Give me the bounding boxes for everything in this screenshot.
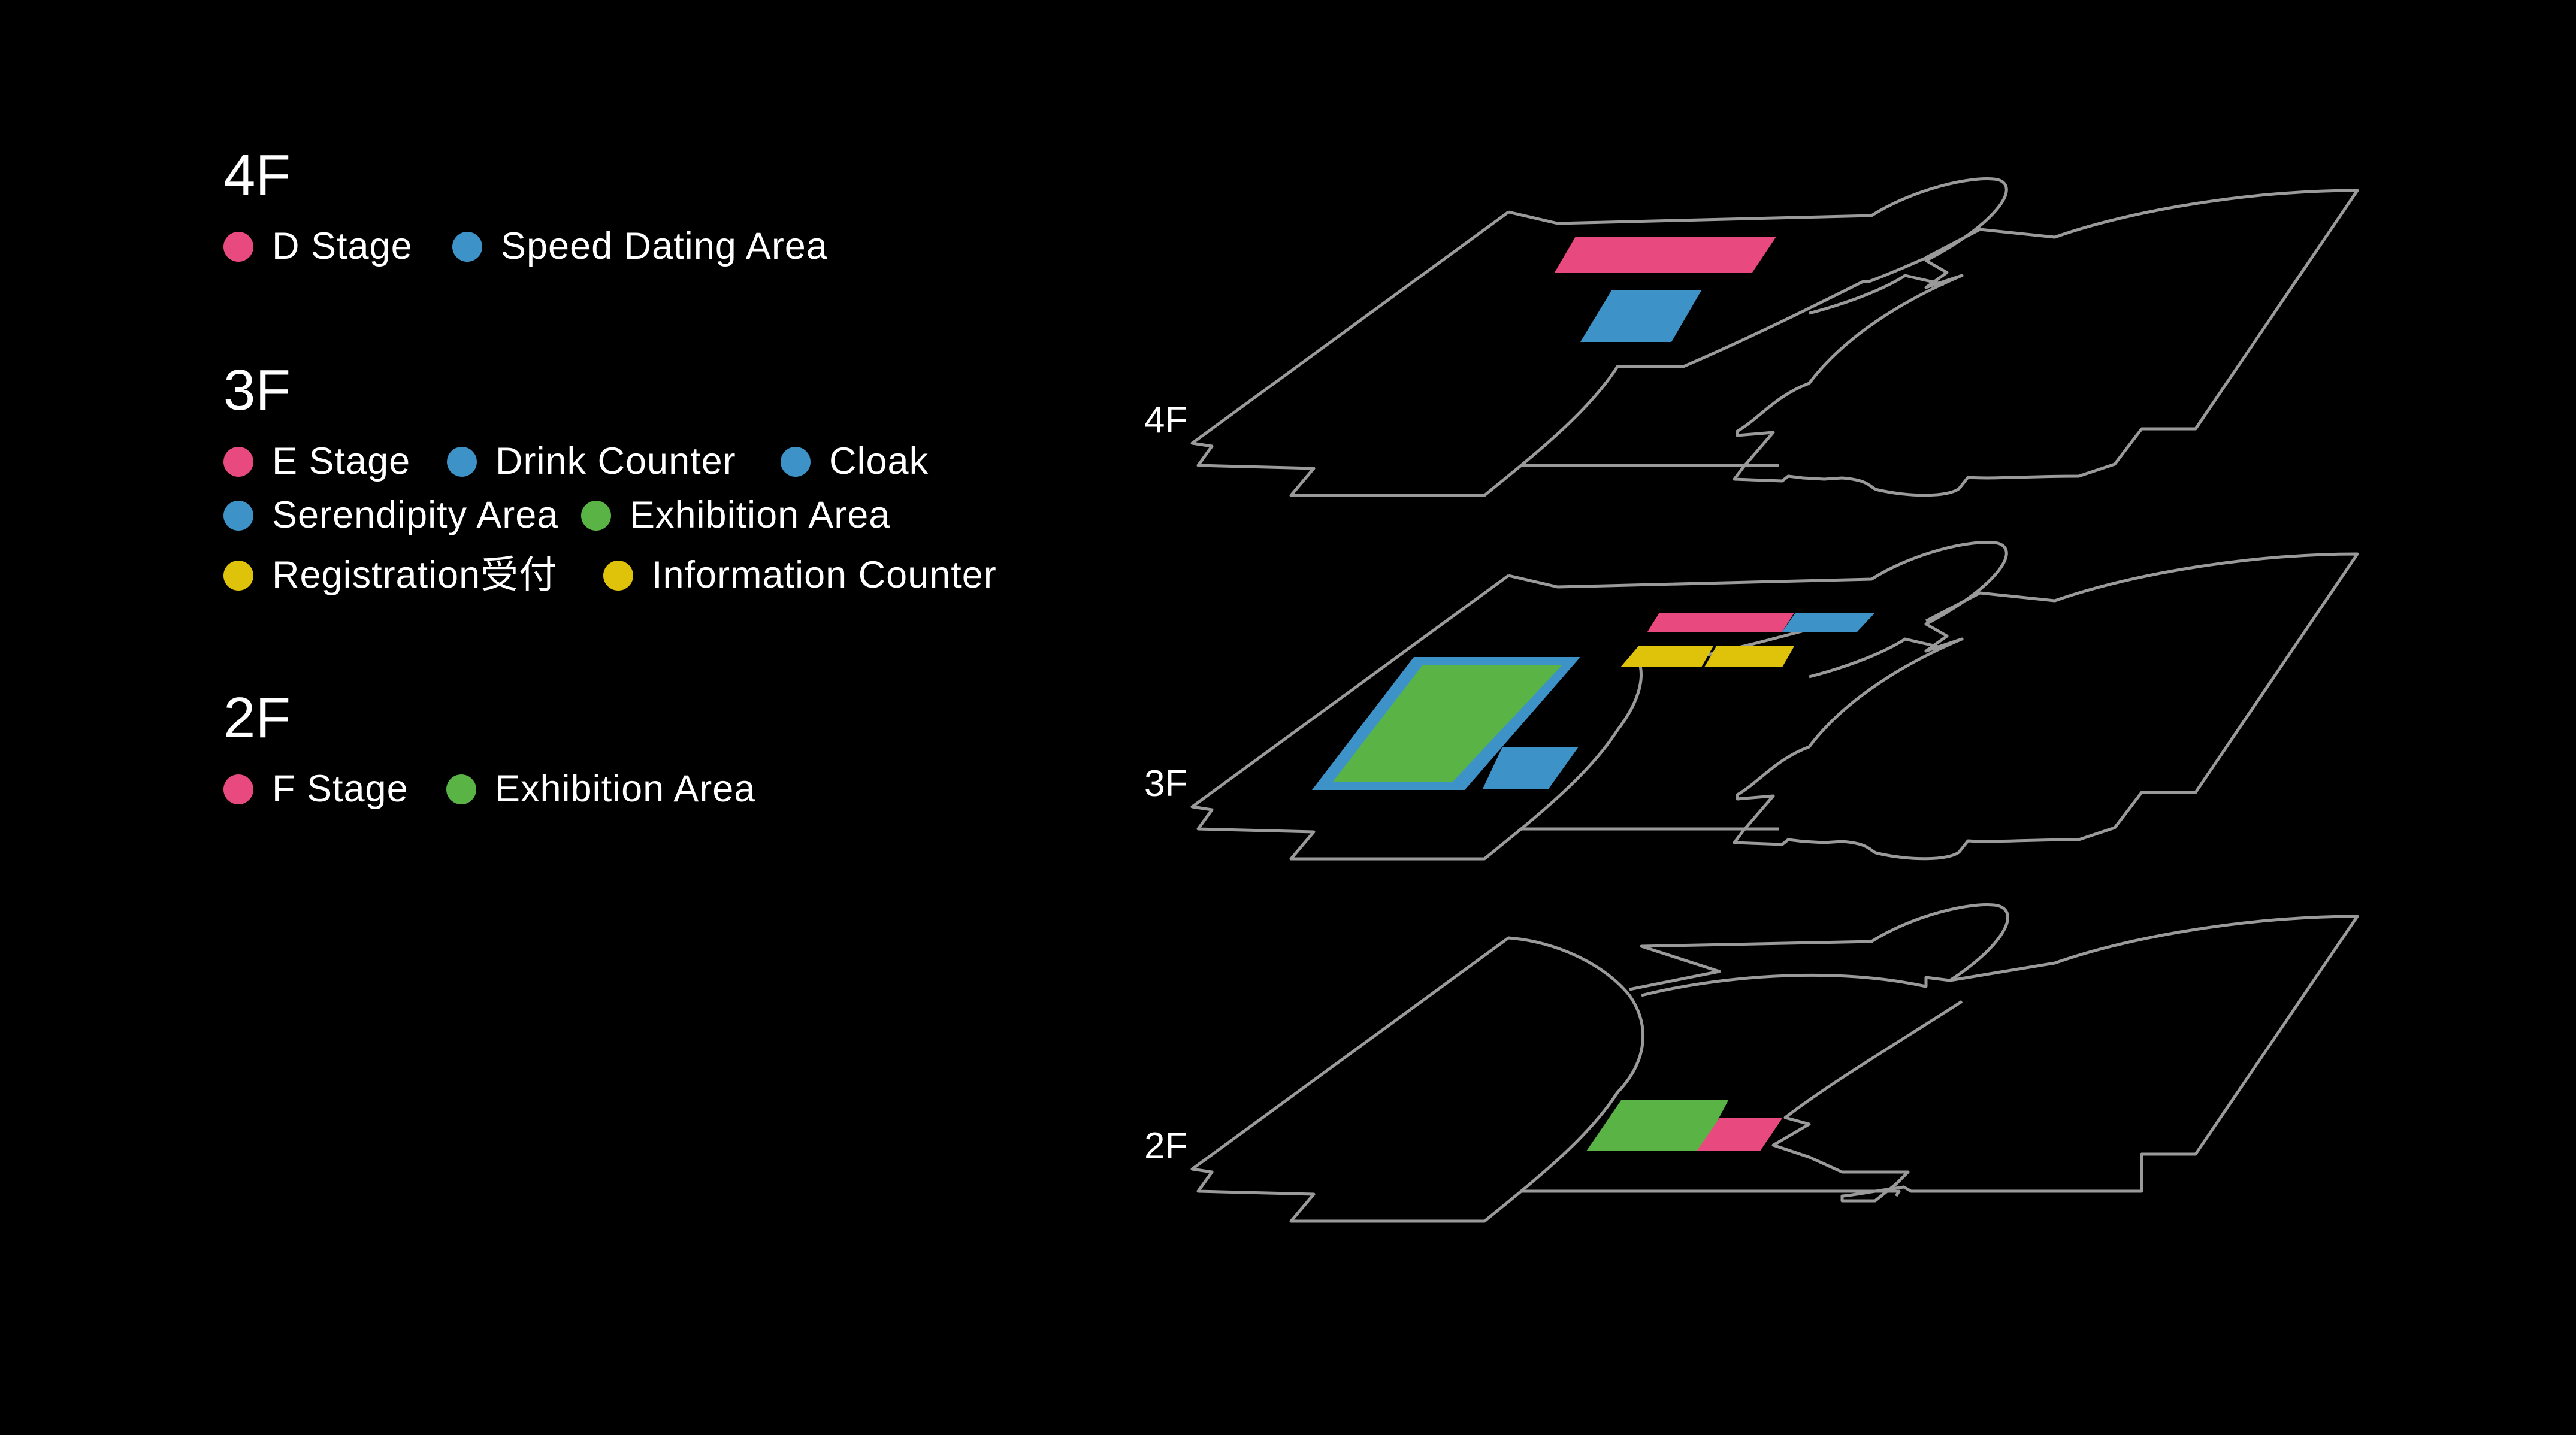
floor-3f-plan: 3F (1144, 541, 2359, 861)
floor-4f-corridor (1809, 274, 1945, 315)
legend-item-cloak: Cloak (781, 443, 929, 480)
floor-4f-plan: 4F (1144, 177, 2359, 497)
information-counter-zone (1704, 646, 1794, 667)
e-stage-zone (1647, 613, 1794, 632)
legend-item-label: Information Counter (652, 554, 997, 596)
legend-item-label: Drink Counter (495, 440, 736, 482)
map-floor-label-2f: 2F (1144, 1125, 1187, 1167)
floor-2f-corridor (1522, 1189, 1901, 1197)
speed-dating-zone (1580, 290, 1701, 342)
legend-item-label: Exhibition Area (495, 768, 756, 810)
service-color-dot (452, 231, 482, 262)
legend-item-label: D Stage (272, 225, 413, 267)
floor-2f-east-wing (1771, 915, 2359, 1203)
legend-4f: 4F D Stage Speed Dating Area (223, 143, 827, 265)
legend-item-label: Speed Dating Area (501, 225, 828, 267)
legend-item-serendipity-area: Serendipity Area (223, 497, 558, 534)
registration-zone (1620, 646, 1713, 667)
exhibition-color-dot (581, 500, 611, 531)
stage-color-dot (223, 446, 253, 477)
legend-item-e-stage: E Stage (223, 443, 410, 480)
legend-item-exhibition-area: Exhibition Area (446, 770, 755, 808)
d-stage-zone (1555, 237, 1776, 273)
floor-3f-corridor (1809, 637, 1945, 679)
registration-color-dot (223, 560, 253, 591)
cloak-zone (1483, 747, 1579, 789)
legend-floor-title: 2F (223, 686, 291, 750)
legend-floor-title: 4F (223, 143, 291, 207)
legend-item-drink-counter: Drink Counter (447, 443, 736, 480)
map-floor-label-4f: 4F (1144, 399, 1187, 441)
f-stage-zone (1697, 1118, 1782, 1151)
stage-color-dot (223, 774, 253, 804)
legend-item-label: E Stage (272, 440, 411, 482)
service-color-dot (781, 446, 811, 477)
drink-counter-zone (1782, 613, 1875, 632)
legend-floor-title: 3F (223, 358, 291, 422)
legend-item-label: Exhibition Area (630, 494, 891, 536)
exhibition-area-zone (1586, 1100, 1728, 1151)
legend-item-exhibition-area: Exhibition Area (581, 497, 890, 534)
floor-2f-plan: 2F (1144, 903, 2359, 1223)
exhibition-color-dot (446, 774, 476, 804)
legend-item-d-stage: D Stage (223, 228, 413, 265)
legend-item-label: Cloak (829, 440, 929, 482)
floor-2f-outline (1190, 936, 1645, 1223)
exhibition-area-zone (1333, 665, 1562, 782)
registration-color-dot (603, 560, 633, 591)
legend-item-label: F Stage (272, 768, 409, 810)
floor-4f-outline (1508, 177, 2359, 497)
service-color-dot (447, 446, 477, 477)
stage-color-dot (223, 231, 253, 262)
service-color-dot (223, 500, 253, 531)
legend-item-f-stage: F Stage (223, 770, 409, 808)
map-floor-label-3f: 3F (1144, 763, 1187, 804)
legend-item-label: Serendipity Area (272, 494, 559, 536)
legend-item-label: Registration受付 (272, 554, 558, 596)
floor-3f-west-wing (1190, 574, 1864, 861)
legend-2f: 2F F Stage Exhibition Area (223, 686, 755, 808)
floor-4f-west-wing (1190, 210, 1930, 497)
floor-3f-outline (1508, 541, 2359, 861)
legend-3f: 3F E Stage Drink Counter Cloak Serendipi… (223, 358, 996, 594)
legend-item-registration: Registration受付 (223, 556, 557, 594)
legend-item-speed-dating-area: Speed Dating Area (452, 228, 828, 265)
legend-item-information-counter: Information Counter (603, 556, 997, 594)
floor-2f-east (1629, 903, 2009, 997)
